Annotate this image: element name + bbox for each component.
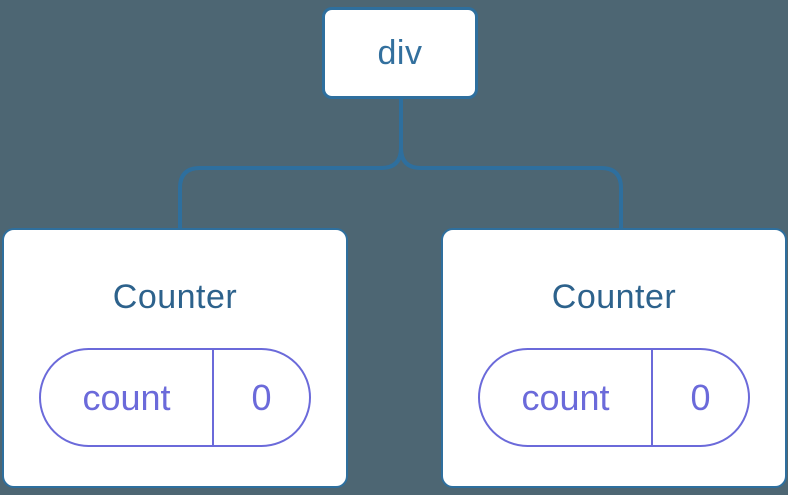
state-pill: count 0 [39, 348, 311, 447]
root-node-label: div [377, 33, 423, 72]
counter-node-left: Counter count 0 [2, 228, 348, 488]
state-name: count [41, 350, 214, 445]
root-node-div: div [322, 7, 478, 99]
state-value: 0 [690, 376, 711, 418]
connector-right-branch [399, 97, 623, 230]
counter-node-label: Counter [112, 278, 238, 316]
state-pill: count 0 [478, 348, 750, 447]
connector-left-branch [178, 97, 403, 230]
state-value: 0 [251, 376, 272, 418]
state-name: count [480, 350, 653, 445]
counter-node-label: Counter [551, 278, 677, 316]
counter-node-right: Counter count 0 [441, 228, 787, 488]
